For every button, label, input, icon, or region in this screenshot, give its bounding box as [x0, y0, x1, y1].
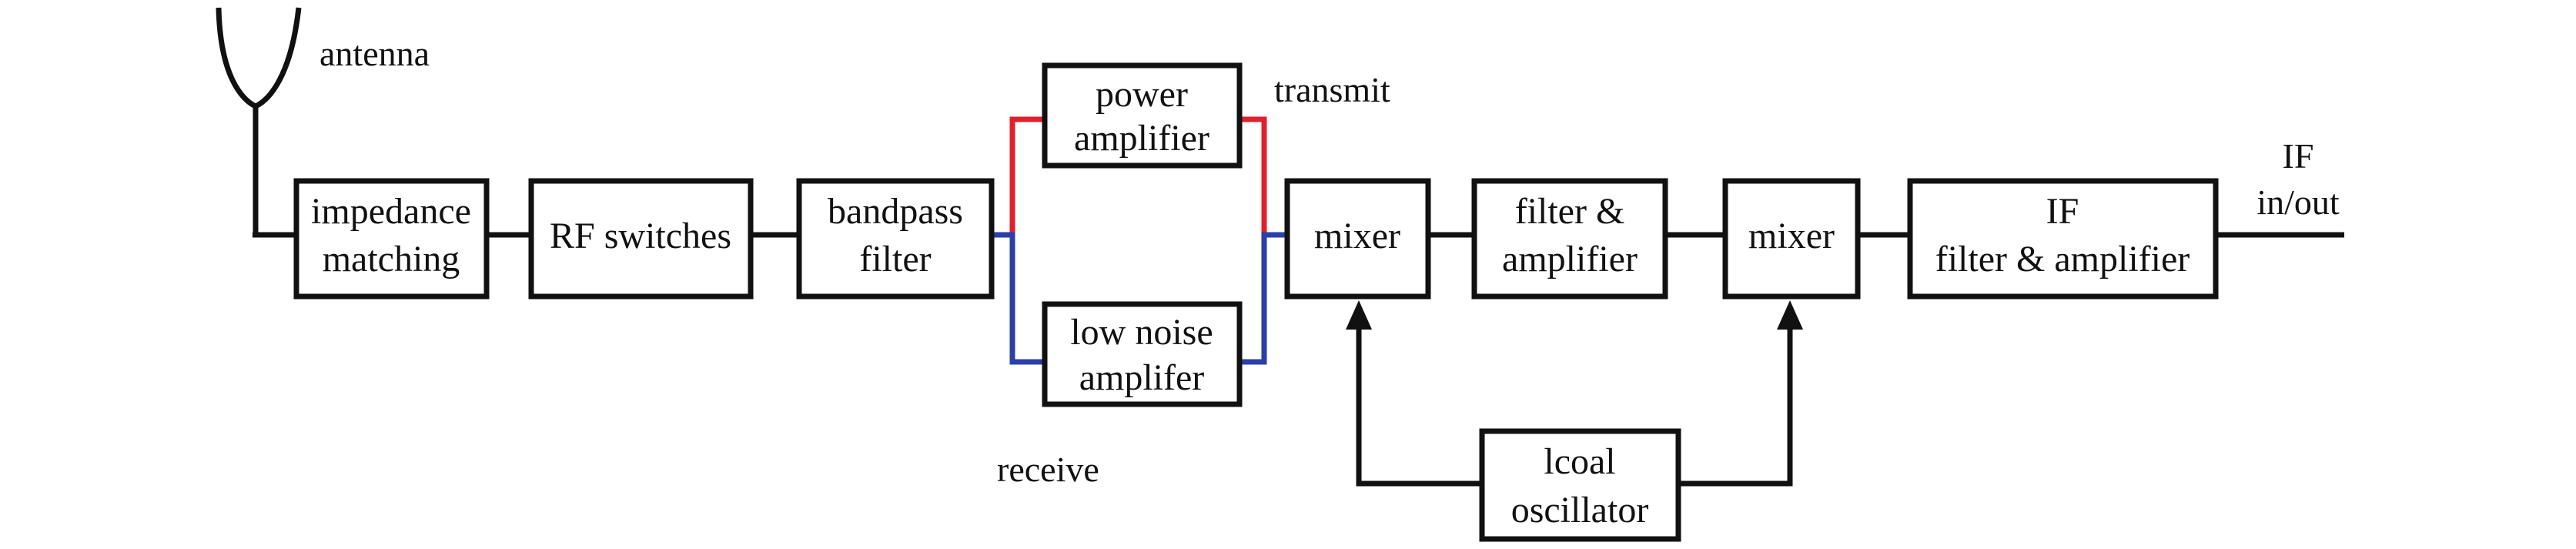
- svg-text:impedance: impedance: [311, 191, 471, 232]
- svg-text:mixer: mixer: [1314, 216, 1400, 256]
- mixer-block-1: mixer: [1284, 178, 1431, 300]
- power-amplifier-block: power amplifier: [1042, 62, 1243, 169]
- antenna-symbol: [216, 7, 302, 238]
- svg-text:filter: filter: [859, 239, 931, 280]
- svg-text:filter & amplifier: filter & amplifier: [1935, 239, 2190, 280]
- mixer-block-2: mixer: [1722, 178, 1861, 300]
- arrow-up-icon: [1777, 300, 1803, 330]
- svg-text:IF: IF: [2046, 191, 2079, 232]
- if-label: IF: [2283, 136, 2314, 176]
- transmit-label: transmit: [1274, 70, 1390, 109]
- in-out-label: in/out: [2257, 182, 2340, 222]
- filter-amplifier-block: filter & amplifier: [1471, 178, 1668, 300]
- svg-text:amplifier: amplifier: [1074, 118, 1209, 159]
- receive-label: receive: [997, 450, 1099, 489]
- svg-text:bandpass: bandpass: [828, 191, 963, 232]
- svg-text:filter &: filter &: [1515, 191, 1625, 232]
- receive-path: [992, 232, 1287, 365]
- svg-text:lcoal: lcoal: [1544, 441, 1615, 482]
- svg-text:amplifer: amplifer: [1079, 357, 1205, 398]
- low-noise-amplifier-block: low noise amplifer: [1042, 301, 1243, 407]
- svg-text:power: power: [1096, 74, 1188, 115]
- bandpass-filter-block: bandpass filter: [796, 178, 995, 300]
- local-oscillator-lines: [1356, 323, 1793, 487]
- svg-text:oscillator: oscillator: [1511, 490, 1649, 531]
- svg-text:matching: matching: [323, 239, 460, 280]
- svg-text:amplifier: amplifier: [1502, 239, 1638, 280]
- if-filter-amplifier-block: IF filter & amplifier: [1907, 178, 2219, 300]
- impedance-matching-block: impedance matching: [293, 178, 490, 300]
- svg-text:mixer: mixer: [1748, 216, 1835, 256]
- arrow-up-icon: [1346, 300, 1372, 330]
- local-oscillator-block: lcoal oscillator: [1479, 428, 1681, 542]
- rf-switches-block: RF switches: [528, 178, 754, 300]
- svg-text:RF switches: RF switches: [550, 216, 731, 256]
- svg-text:low noise: low noise: [1070, 312, 1213, 353]
- antenna-label: antenna: [319, 34, 430, 73]
